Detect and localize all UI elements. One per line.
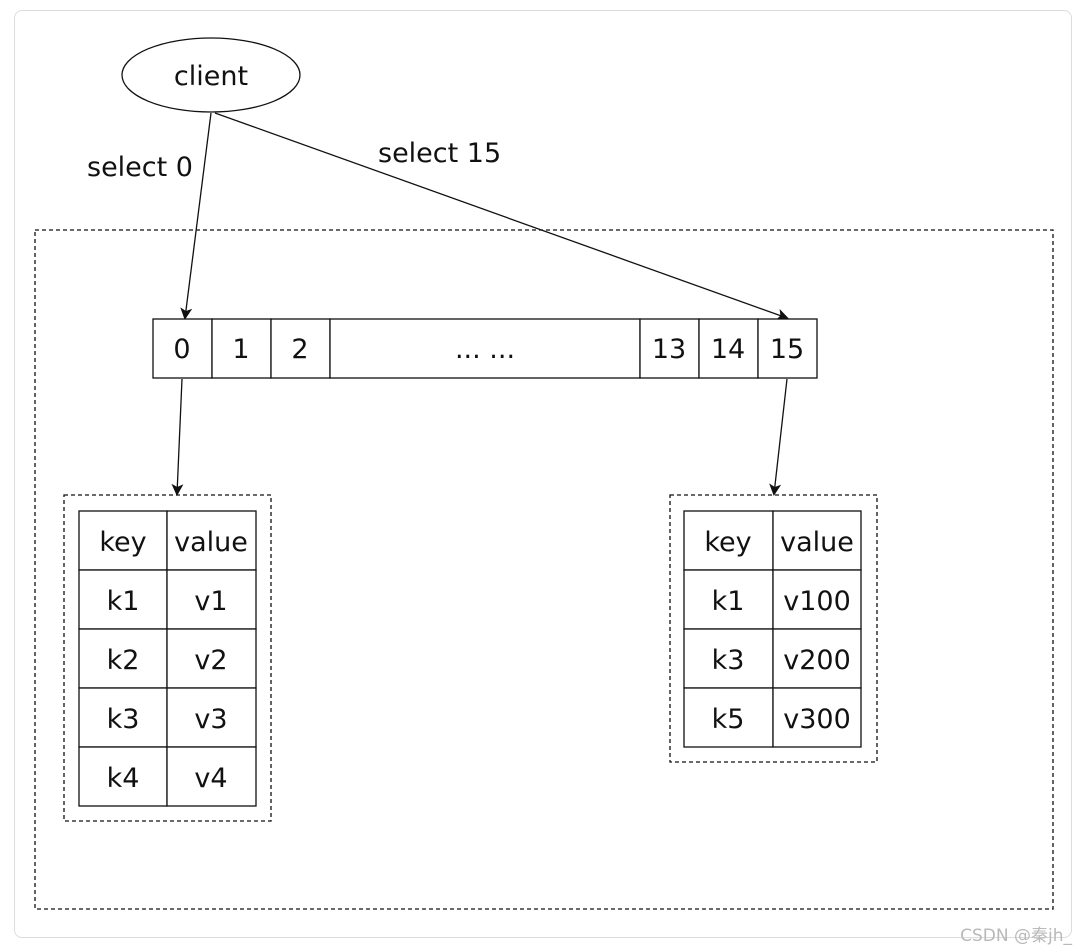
kv-left-key: k3 [107,704,140,735]
kv-left-value: v3 [194,704,227,735]
kv-left-header-key: key [99,527,146,558]
kv-left-header-value: value [174,527,248,558]
db-cell-label-0: 0 [173,334,190,365]
edge-select-15 [214,112,789,321]
edge-label-select-0: select 0 [87,152,193,183]
kv-left-key: k2 [107,645,140,676]
edge-label-select-15: select 15 [378,138,501,169]
edge-db15-to-table [769,378,788,496]
db-cell-label-13: 13 [652,334,686,365]
kv-right-header-key: key [704,527,751,558]
kv-table-db0-boundary [63,494,272,822]
db-cell-label-ellipsis: ... ... [455,334,515,365]
server-boundary [34,229,1054,910]
client-label: client [174,61,248,92]
db-index-array: 0 1 2 ... ... 13 14 15 [152,318,818,379]
kv-right-value: v200 [783,645,851,676]
kv-right-value: v100 [783,586,851,617]
kv-left-value: v4 [194,763,227,794]
kv-left-value: v1 [194,586,227,617]
db-cell-label-1: 1 [232,334,249,365]
db-cell-13 [639,318,700,379]
kv-left-key: k1 [107,586,140,617]
kv-right-key: k3 [712,645,745,676]
db-cell-ellipsis [329,318,641,379]
kv-left-key: k4 [107,763,140,794]
kv-table-db15: key value k1 v100 k3 v200 k5 v300 [669,494,878,763]
watermark: CSDN @秦jh_ [960,926,1072,946]
client-node [121,37,301,113]
kv-left-value: v2 [194,645,227,676]
db-cell-14 [698,318,759,379]
kv-right-key: k1 [712,586,745,617]
db-cell-label-15: 15 [770,334,804,365]
db-cell-label-2: 2 [291,334,308,365]
db-cell-2 [270,318,331,379]
kv-right-header-value: value [780,527,854,558]
kv-table-db15-boundary [669,494,878,763]
db-cell-15 [757,318,818,379]
edge-select-0 [180,112,212,320]
kv-right-value: v300 [783,704,851,735]
edge-db0-to-table [171,378,184,496]
kv-table-db0: key value k1 v1 k2 v2 k3 v3 k4 v4 [63,494,272,822]
db-cell-label-14: 14 [711,334,745,365]
db-cell-1 [211,318,272,379]
kv-right-key: k5 [712,704,745,735]
